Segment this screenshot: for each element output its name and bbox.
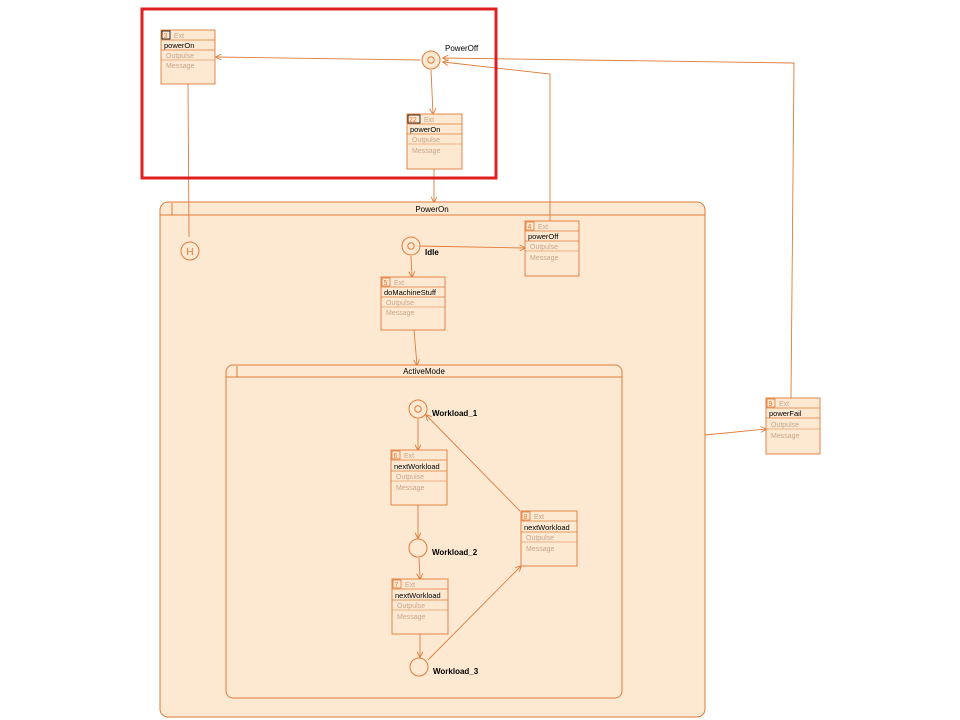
transition-event: doMachineStuff: [384, 288, 437, 297]
edge-w3-to-8: [427, 566, 521, 661]
edge-w2-to-7: [419, 557, 420, 579]
transition-message: Message: [397, 614, 426, 621]
transition-event: powerOn: [410, 125, 440, 134]
transition-id: 22: [409, 117, 417, 124]
transition-box-8[interactable]: 8 Ext nextWorkload Outpulse Message: [520, 510, 578, 567]
transition-box-9[interactable]: 9 Ext powerFail Outpulse Message: [765, 397, 821, 455]
transition-event: nextWorkload: [394, 462, 440, 471]
transition-lines: [187, 57, 795, 661]
transition-outpulse: Outpulse: [166, 53, 194, 60]
transition-event: nextWorkload: [524, 523, 570, 532]
transition-box-5[interactable]: 5 Ext doMachineStuff Outpulse Message: [380, 276, 446, 331]
state-idle[interactable]: Idle: [401, 236, 439, 257]
state-power-off-label: PowerOff: [445, 44, 479, 53]
transition-kind: Ext: [424, 117, 434, 124]
transition-box-3[interactable]: 3 Ext powerOn Outpulse Message: [160, 29, 216, 85]
state-workload-2[interactable]: Workload_2: [408, 538, 478, 558]
transition-event: powerOn: [164, 41, 194, 50]
edge-3-to-history: [187, 83, 190, 238]
transition-kind: Ext: [394, 280, 404, 287]
power-on-title: PowerOn: [415, 205, 448, 214]
transition-box-6[interactable]: 6 Ext nextWorkload Outpulse Message: [390, 449, 448, 506]
state-power-off[interactable]: PowerOff: [421, 44, 479, 70]
transition-message: Message: [771, 433, 800, 440]
transition-message: Message: [530, 255, 559, 262]
edge-idle-to-5: [411, 255, 412, 277]
transition-message: Message: [412, 148, 441, 155]
transition-event: powerOff: [528, 232, 559, 241]
transition-id: 8: [524, 514, 528, 521]
active-mode-state[interactable]: ActiveMode: [225, 364, 623, 699]
transition-id: 5: [384, 280, 388, 287]
transition-event: powerFail: [769, 409, 802, 418]
selection-highlight: [140, 7, 498, 180]
edge-poweron-to-9: [704, 429, 766, 436]
state-idle-label: Idle: [425, 248, 439, 257]
transition-kind: Ext: [174, 33, 184, 40]
edge-8-to-w1: [426, 415, 521, 512]
transition-kind: Ext: [779, 401, 789, 408]
transition-message: Message: [386, 310, 415, 317]
active-mode-title: ActiveMode: [403, 367, 445, 376]
transition-event: nextWorkload: [395, 591, 441, 600]
edge-9-to-poweroff: [443, 58, 795, 399]
history-state[interactable]: H: [180, 241, 200, 261]
transition-id: 6: [394, 453, 398, 460]
edge-4-to-poweroff: [443, 62, 551, 221]
transition-box-22[interactable]: 22 Ext powerOn Outpulse Message: [406, 113, 463, 170]
transition-outpulse: Outpulse: [397, 603, 425, 610]
transition-kind: Ext: [534, 514, 544, 521]
transition-outpulse: Outpulse: [396, 474, 424, 481]
state-workload-3[interactable]: Workload_3: [409, 657, 479, 677]
edge-poweroff-to-3: [216, 57, 421, 61]
transition-outpulse: Outpulse: [526, 535, 554, 542]
transition-id: 7: [395, 582, 399, 589]
transition-id: 3: [164, 33, 168, 40]
transition-kind: Ext: [404, 453, 414, 460]
state-workload-2-label: Workload_2: [432, 548, 478, 557]
transition-message: Message: [166, 63, 195, 70]
transition-box-7[interactable]: 7 Ext nextWorkload Outpulse Message: [391, 578, 449, 635]
edge-5-to-activemode: [414, 329, 417, 365]
transition-outpulse: Outpulse: [530, 244, 558, 251]
state-workload-1-label: Workload_1: [432, 409, 478, 418]
transition-kind: Ext: [405, 582, 415, 589]
transition-box-4[interactable]: 4 Ext powerOff Outpulse Message: [524, 220, 580, 277]
history-symbol: H: [186, 247, 193, 258]
state-workload-3-label: Workload_3: [433, 667, 479, 676]
transition-id: 4: [528, 224, 532, 231]
transition-message: Message: [526, 546, 555, 553]
state-workload-1[interactable]: Workload_1: [408, 399, 478, 419]
edge-idle-to-4: [417, 246, 525, 248]
transition-message: Message: [396, 485, 425, 492]
transition-outpulse: Outpulse: [771, 422, 799, 429]
transition-outpulse: Outpulse: [386, 300, 414, 307]
edge-poweroff-to-22: [431, 69, 433, 114]
transition-outpulse: Outpulse: [412, 137, 440, 144]
transition-kind: Ext: [538, 224, 548, 231]
transition-id: 9: [769, 401, 773, 408]
